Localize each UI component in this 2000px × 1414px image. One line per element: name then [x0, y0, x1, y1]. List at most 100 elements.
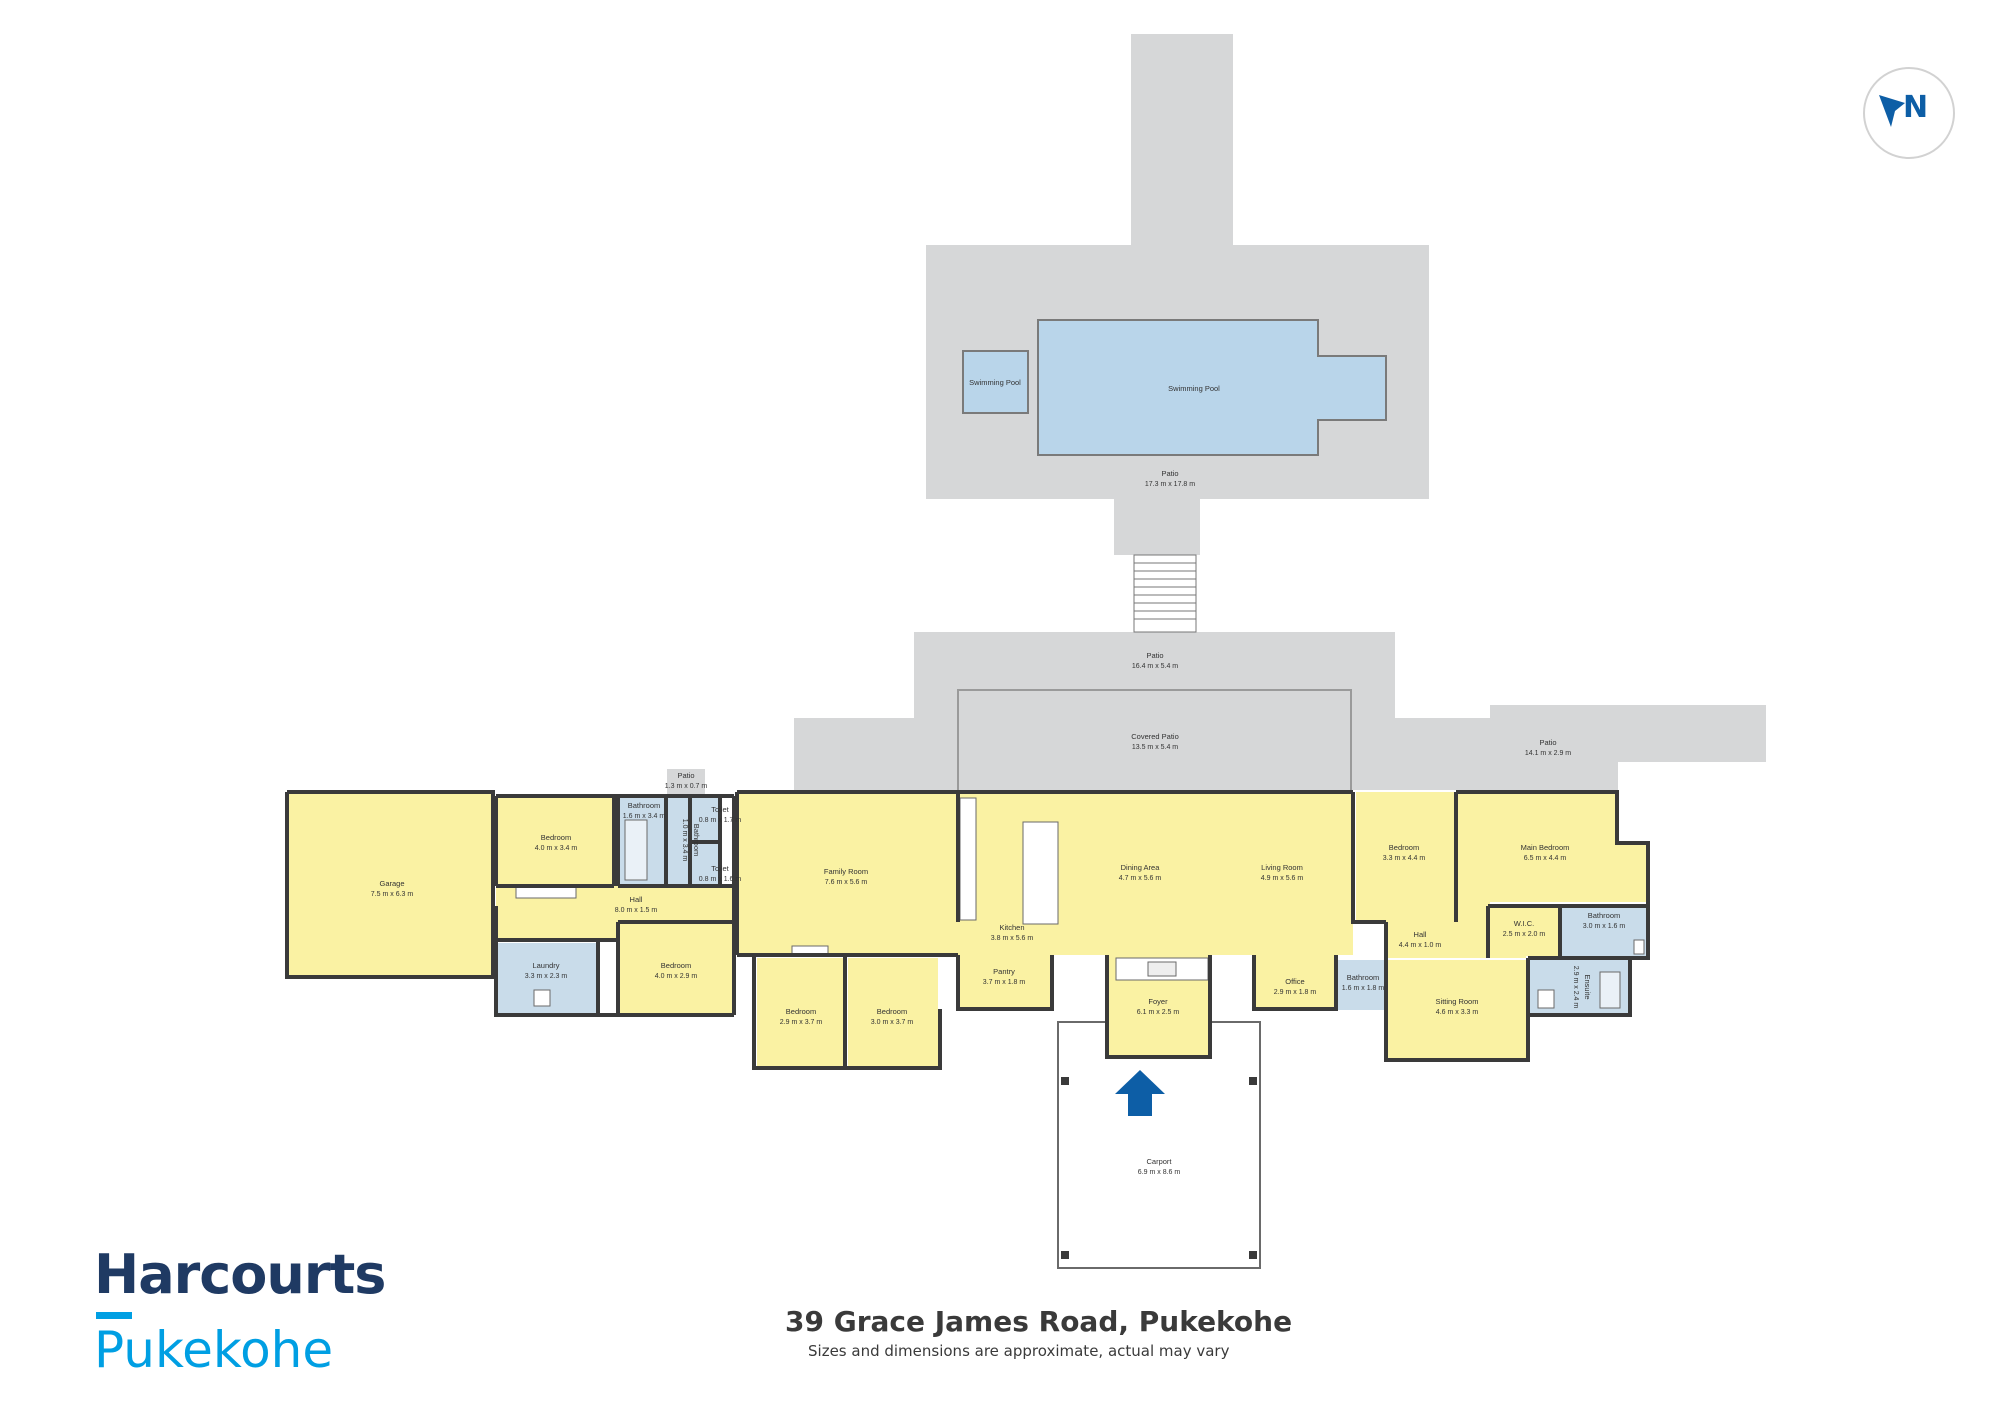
pool-stairs: [1133, 554, 1197, 633]
family-room-shape: [737, 792, 958, 955]
label-toilet-1: Toilet: [711, 805, 729, 814]
dims-bathroom-1: 1.6 m x 3.4 m: [623, 813, 666, 820]
pool-small-shape: [962, 350, 1029, 414]
label-bedroom-5: Bedroom: [1389, 843, 1419, 852]
dims-foyer: 6.1 m x 2.5 m: [1137, 1009, 1180, 1016]
label-patio-small: Patio: [677, 771, 694, 780]
bedroom-2-shape: [618, 925, 734, 1015]
dims-ensuite: 2.9 m x 2.4 m: [1572, 966, 1579, 1009]
walls: [285, 790, 1650, 1070]
dims-hall-1: 8.0 m x 1.5 m: [615, 907, 658, 914]
office-shape: [1254, 955, 1336, 1009]
bedroom-3-shape: [757, 958, 845, 1068]
label-carport: Carport: [1146, 1157, 1172, 1166]
label-patio-top: Patio: [1161, 469, 1178, 478]
label-bathroom-2: Bathroom: [692, 824, 701, 857]
label-foyer: Foyer: [1148, 997, 1168, 1006]
dims-sitting-room: 4.6 m x 3.3 m: [1436, 1009, 1479, 1016]
label-family-room: Family Room: [824, 867, 868, 876]
label-covered-patio: Covered Patio: [1131, 732, 1179, 741]
dims-patio-right: 14.1 m x 2.9 m: [1525, 750, 1571, 757]
dims-toilet-1: 0.8 m x 1.7 m: [699, 817, 742, 824]
brand-accent-bar: [96, 1312, 132, 1319]
dims-carport: 6.9 m x 8.6 m: [1138, 1169, 1181, 1176]
label-dining-area: Dining Area: [1121, 863, 1161, 872]
brand-office: Pukekohe: [94, 1321, 334, 1379]
carport-posts: [1061, 1077, 1257, 1259]
dims-patio-top: 17.3 m x 17.8 m: [1145, 481, 1195, 488]
dims-covered-patio: 13.5 m x 5.4 m: [1132, 744, 1178, 751]
compass-pointer-icon: [1879, 95, 1905, 127]
garage-shape: [287, 792, 493, 977]
dims-garage: 7.5 m x 6.3 m: [371, 891, 414, 898]
label-hall-2: Hall: [1414, 930, 1427, 939]
brand-name: Harcourts: [94, 1243, 386, 1306]
dims-living-room: 4.9 m x 5.6 m: [1261, 875, 1304, 882]
room-labels: Patio 17.3 m x 17.8 m Swimming Pool Swim…: [371, 378, 1626, 1176]
wic-shape: [1488, 906, 1560, 956]
main-bedroom-shape: [1456, 792, 1648, 922]
sitting-room-shape: [1388, 960, 1528, 1058]
dims-bedroom-3: 2.9 m x 3.7 m: [780, 1019, 823, 1026]
bedroom-5-shape: [1356, 792, 1454, 922]
dims-bathroom-3: 1.6 m x 1.8 m: [1342, 985, 1385, 992]
label-pool-small: Swimming Pool: [969, 378, 1021, 387]
dims-laundry: 3.3 m x 2.3 m: [525, 973, 568, 980]
label-laundry: Laundry: [532, 961, 559, 970]
label-patio-right: Patio: [1539, 738, 1556, 747]
dims-main-bedroom: 6.5 m x 4.4 m: [1524, 855, 1567, 862]
patio-right-shape: [1353, 705, 1766, 790]
label-office: Office: [1285, 977, 1304, 986]
bathroom-3-shape: [1338, 960, 1385, 1010]
label-toilet-2: Toilet: [711, 864, 729, 873]
dims-toilet-2: 0.8 m x 1.6 m: [699, 876, 742, 883]
dims-kitchen: 3.8 m x 5.6 m: [991, 935, 1034, 942]
dims-bedroom-4: 3.0 m x 3.7 m: [871, 1019, 914, 1026]
dims-pantry: 3.7 m x 1.8 m: [983, 979, 1026, 986]
label-main-bedroom: Main Bedroom: [1521, 843, 1570, 852]
label-pantry: Pantry: [993, 967, 1015, 976]
north-compass-icon: N: [1863, 67, 1955, 159]
size-disclaimer: Sizes and dimensions are approximate, ac…: [808, 1342, 1230, 1360]
label-kitchen: Kitchen: [999, 923, 1024, 932]
dims-bedroom-5: 3.3 m x 4.4 m: [1383, 855, 1426, 862]
pantry-shape: [958, 955, 1052, 1009]
pool-main-shape: [1037, 319, 1387, 456]
bedroom-1-shape: [496, 796, 614, 886]
patio-small-shape: [667, 769, 705, 794]
label-bedroom-4: Bedroom: [877, 1007, 907, 1016]
label-sitting-room: Sitting Room: [1436, 997, 1479, 1006]
bathroom-2-shape: [668, 796, 690, 886]
pools: [962, 319, 1387, 456]
dims-bedroom-2: 4.0 m x 2.9 m: [655, 973, 698, 980]
toilet-1-shape: [692, 796, 720, 842]
compass-label: N: [1903, 90, 1929, 125]
label-bathroom-4: Bathroom: [1588, 911, 1621, 920]
label-hall-1: Hall: [630, 895, 643, 904]
toilet-2-shape: [692, 844, 720, 886]
label-bathroom-1: Bathroom: [628, 801, 661, 810]
bedroom-4-shape: [848, 958, 938, 1068]
label-garage: Garage: [379, 879, 404, 888]
fixtures: [515, 797, 1645, 1009]
dims-bathroom-4: 3.0 m x 1.6 m: [1583, 923, 1626, 930]
label-bathroom-3: Bathroom: [1347, 973, 1380, 982]
dims-office: 2.9 m x 1.8 m: [1274, 989, 1317, 996]
label-bedroom-2: Bedroom: [661, 961, 691, 970]
label-bedroom-3: Bedroom: [786, 1007, 816, 1016]
label-living-room: Living Room: [1261, 863, 1303, 872]
kitchen-island: [1022, 821, 1059, 925]
label-bedroom-1: Bedroom: [541, 833, 571, 842]
dims-wic: 2.5 m x 2.0 m: [1503, 931, 1546, 938]
dims-bedroom-1: 4.0 m x 3.4 m: [535, 845, 578, 852]
label-pool-main: Swimming Pool: [1168, 384, 1220, 393]
dims-family-room: 7.6 m x 5.6 m: [825, 879, 868, 886]
dims-patio-mid: 16.4 m x 5.4 m: [1132, 663, 1178, 670]
patio-mid-shape: [794, 632, 1395, 795]
label-wic: W.I.C.: [1514, 919, 1534, 928]
dims-hall-2: 4.4 m x 1.0 m: [1399, 942, 1442, 949]
label-ensuite: Ensuite: [1583, 974, 1592, 999]
dims-patio-small: 1.3 m x 0.7 m: [665, 783, 708, 790]
dims-dining-area: 4.7 m x 5.6 m: [1119, 875, 1162, 882]
